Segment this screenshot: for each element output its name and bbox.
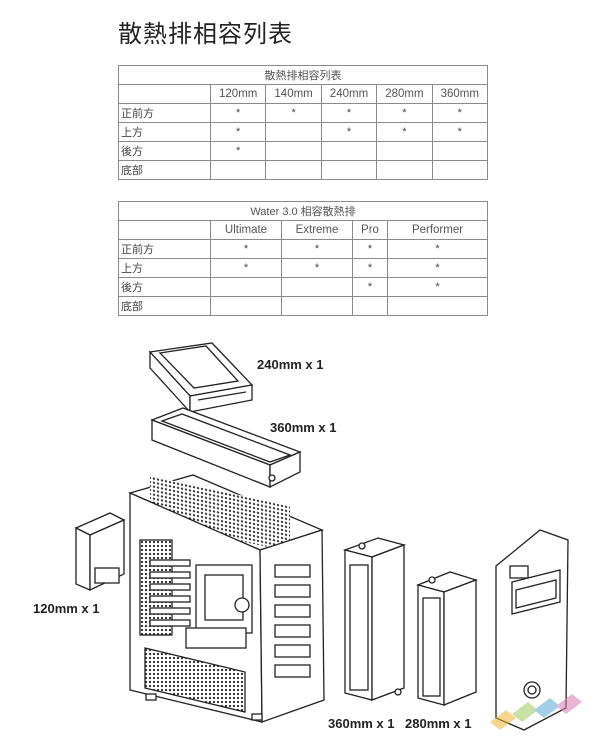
compat-mark [265, 141, 322, 161]
compat-mark: * [352, 258, 388, 278]
compat-mark [387, 296, 488, 316]
compat-mark: * [210, 239, 282, 259]
column-header: 280mm [376, 84, 433, 104]
radiator-120-rear [74, 512, 126, 592]
compat-mark [431, 141, 489, 161]
table-row: 上方 * * * * [118, 122, 489, 142]
compat-mark: * [387, 239, 488, 259]
label-280-front: 280mm x 1 [405, 716, 472, 731]
compat-mark: * [376, 103, 433, 123]
compat-mark: * [352, 277, 388, 297]
row-label: 上方 [118, 122, 211, 142]
compat-mark [210, 296, 282, 316]
row-label: 上方 [118, 258, 211, 278]
pc-case [128, 474, 325, 723]
compat-mark [281, 296, 353, 316]
column-header: 240mm [320, 84, 378, 104]
compat-mark [281, 277, 353, 297]
table-row: 上方 * * * * [118, 258, 488, 278]
watermark-logo [490, 694, 582, 730]
row-label: 後方 [118, 277, 211, 297]
compat-mark: * [265, 103, 322, 123]
label-360-top: 360mm x 1 [270, 420, 337, 435]
compat-mark [209, 160, 267, 180]
compat-mark: * [431, 122, 489, 142]
compat-mark: * [320, 103, 378, 123]
compat-mark: * [209, 122, 267, 142]
radiator-360-top [150, 407, 302, 489]
column-header: 360mm [431, 84, 489, 104]
radiator-360-front [342, 537, 407, 701]
compat-mark [376, 160, 433, 180]
compat-mark [320, 141, 378, 161]
column-header: 140mm [265, 84, 322, 104]
table-row: 正前方 * * * * [118, 239, 488, 259]
column-header: 120mm [209, 84, 267, 104]
label-120-rear: 120mm x 1 [33, 601, 100, 616]
column-header: Pro [352, 220, 388, 240]
compat-mark [210, 277, 282, 297]
column-header: Extreme [281, 220, 353, 240]
radiator-compat-table: 散熱排相容列表 120mm 140mm 240mm 280mm 360mm 正前… [118, 65, 489, 180]
compat-mark [265, 122, 322, 142]
table-row: 正前方 * * * * * [118, 103, 489, 123]
compat-mark: * [281, 258, 353, 278]
compat-mark: * [209, 103, 267, 123]
column-header: Ultimate [210, 220, 282, 240]
compat-mark: * [387, 277, 488, 297]
row-label: 正前方 [118, 103, 211, 123]
table-row: 底部 [118, 160, 489, 180]
table-caption: 散熱排相容列表 [118, 65, 488, 85]
radiator-280-front [415, 571, 479, 706]
compat-mark: * [376, 122, 433, 142]
column-header: Performer [387, 220, 488, 240]
label-240-top: 240mm x 1 [257, 357, 324, 372]
compat-mark: * [352, 239, 388, 259]
header-corner-cell [118, 220, 211, 240]
compat-mark [352, 296, 388, 316]
water-cooler-compat-table: Water 3.0 相容散熱排 Ultimate Extreme Pro Per… [118, 201, 488, 316]
table-row: 後方 * [118, 141, 489, 161]
compat-mark [431, 160, 489, 180]
page-title: 散熱排相容列表 [118, 20, 293, 48]
header-corner-cell [118, 84, 211, 104]
compat-mark: * [281, 239, 353, 259]
label-360-front: 360mm x 1 [328, 716, 395, 731]
compat-mark: * [320, 122, 378, 142]
radiator-placement-diagram [74, 342, 569, 731]
radiator-240-top [148, 342, 254, 414]
table-row: 後方 * * [118, 277, 488, 297]
table-caption: Water 3.0 相容散熱排 [118, 201, 488, 221]
compat-mark: * [431, 103, 489, 123]
row-label: 底部 [118, 296, 211, 316]
row-label: 底部 [118, 160, 211, 180]
row-label: 後方 [118, 141, 211, 161]
compat-mark: * [209, 141, 267, 161]
table-row: 底部 [118, 296, 488, 316]
compat-mark [265, 160, 322, 180]
compat-mark: * [387, 258, 488, 278]
compat-mark: * [210, 258, 282, 278]
compat-mark [320, 160, 378, 180]
row-label: 正前方 [118, 239, 211, 259]
compat-mark [376, 141, 433, 161]
